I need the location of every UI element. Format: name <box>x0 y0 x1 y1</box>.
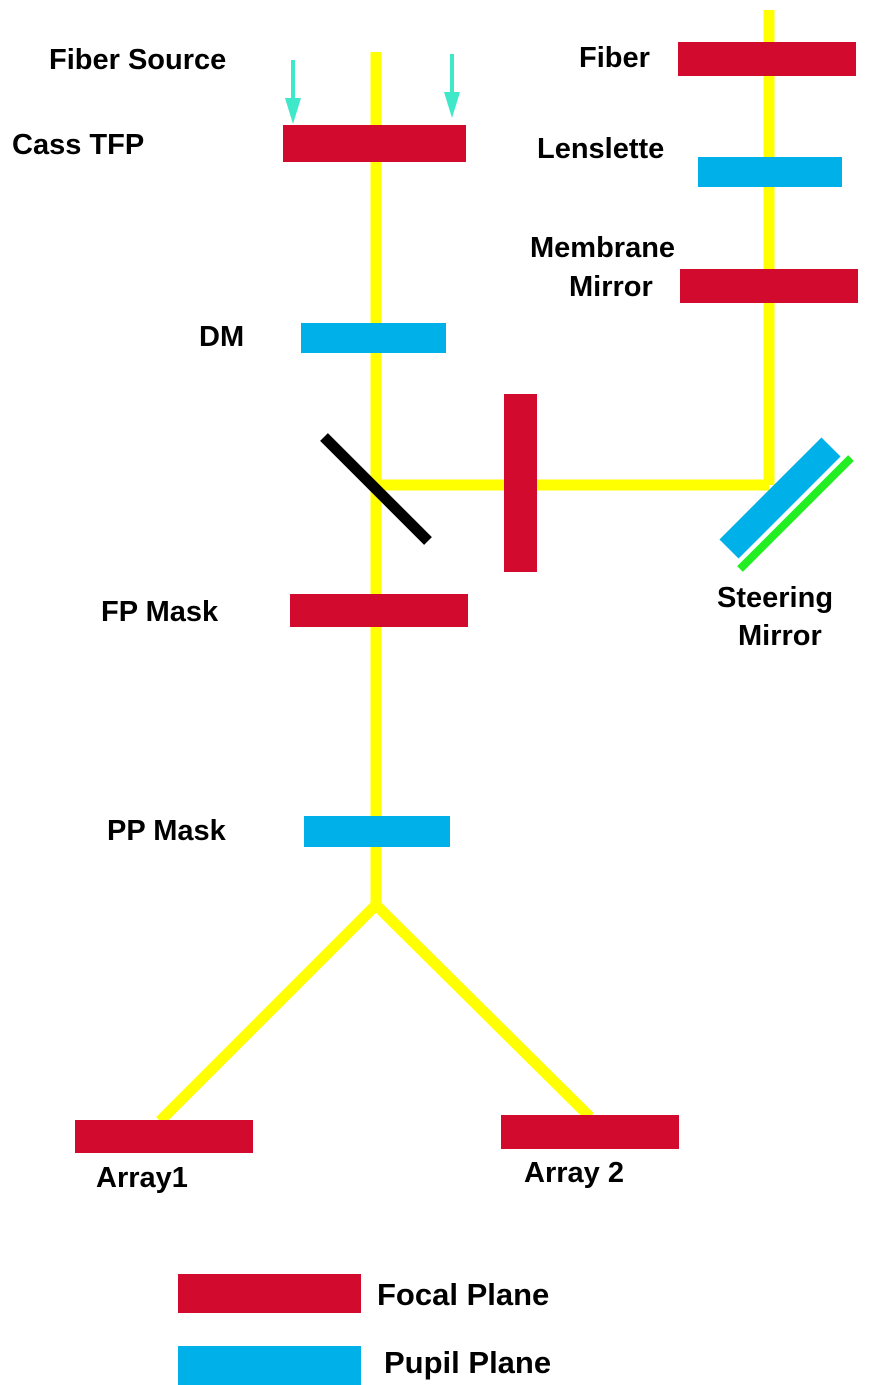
pp-mask-pupil-plane <box>304 816 450 847</box>
legend-focal-swatch <box>178 1274 361 1313</box>
legend: Focal Plane Pupil Plane <box>178 1274 551 1385</box>
label-array2: Array 2 <box>524 1157 624 1189</box>
label-steering: Steering <box>717 582 833 614</box>
lenslette-pupil-plane <box>698 157 842 187</box>
label-dm: DM <box>199 321 244 353</box>
label-array1: Array1 <box>96 1162 188 1194</box>
label-fp-mask: FP Mask <box>101 596 219 628</box>
fp-mask-focal-plane <box>290 594 468 627</box>
fiber-focal-plane <box>678 42 856 76</box>
label-fiber-source: Fiber Source <box>49 44 226 76</box>
beam-path <box>156 10 775 1125</box>
array2-focal-plane <box>501 1115 679 1149</box>
array1-focal-plane <box>75 1120 253 1153</box>
arrow-down-icon <box>444 92 460 118</box>
label-pp-mask: PP Mask <box>107 815 227 847</box>
legend-pupil-swatch <box>178 1346 361 1385</box>
steering-mirror-pupil-plane <box>719 437 841 559</box>
beam-branch-right <box>372 901 594 1121</box>
dm-pupil-plane <box>301 323 446 353</box>
arrow-down-icon <box>285 98 301 124</box>
membrane-mirror-focal-plane <box>680 269 858 303</box>
label-cass-tfp: Cass TFP <box>12 129 144 161</box>
cass-tfp-focal-plane <box>283 125 466 162</box>
relay-focal-plane <box>504 394 537 572</box>
beamsplitter <box>320 433 432 545</box>
label-fiber: Fiber <box>579 42 650 74</box>
label-steering-mirror: Mirror <box>738 620 822 652</box>
fiber-source-arrows <box>285 54 460 124</box>
label-lenslette: Lenslette <box>537 133 664 165</box>
beam-branch-left <box>156 901 380 1125</box>
legend-pupil-label: Pupil Plane <box>384 1345 551 1380</box>
legend-focal-label: Focal Plane <box>377 1277 549 1312</box>
label-membrane: Membrane <box>530 232 675 264</box>
steering-mirror-coating <box>737 455 854 572</box>
label-membrane-mirror: Mirror <box>569 271 653 303</box>
